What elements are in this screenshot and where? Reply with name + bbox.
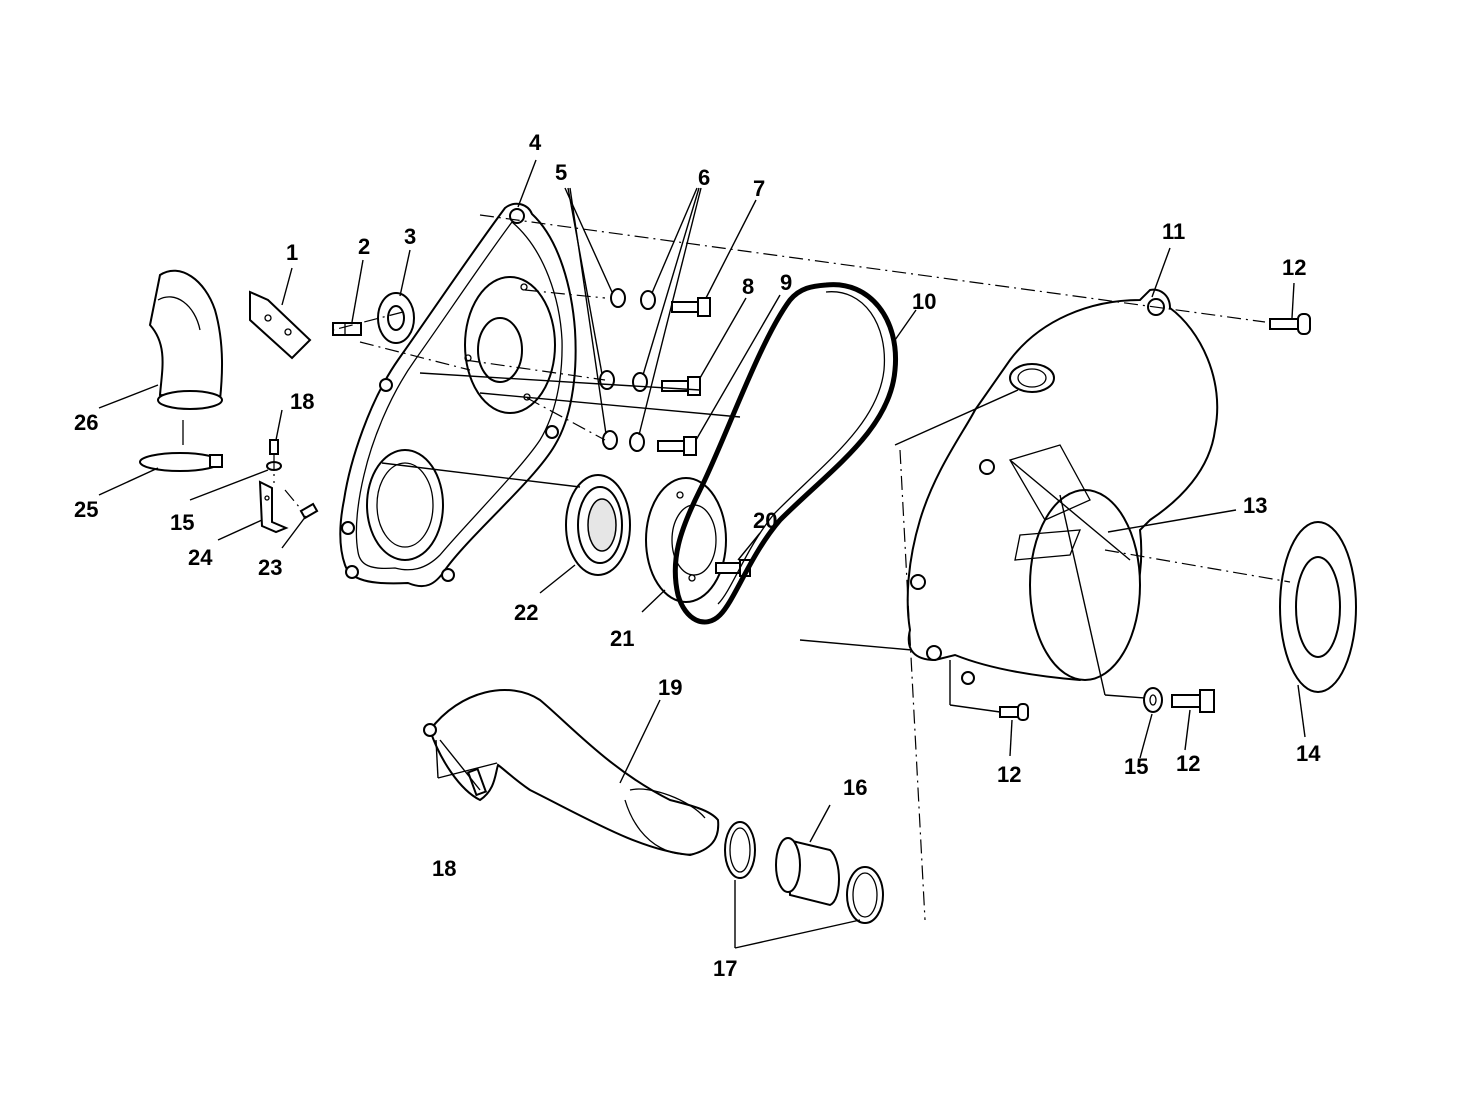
callout-11: 11 <box>1162 219 1185 244</box>
callout-22: 22 <box>514 600 538 625</box>
callout-21: 21 <box>610 626 634 651</box>
seal-part-22 <box>565 474 631 576</box>
callout-1: 1 <box>286 240 298 265</box>
duct-hose-part-19 <box>423 689 720 857</box>
clamp-part-17-right <box>846 866 884 924</box>
callout-6: 6 <box>698 165 710 190</box>
callout-19: 19 <box>658 675 682 700</box>
assembly-lines <box>381 372 1146 713</box>
callout-14: 14 <box>1296 741 1321 766</box>
callout-3: 3 <box>404 224 416 249</box>
callout-26: 26 <box>74 410 98 435</box>
callout-24: 24 <box>188 545 213 570</box>
callout-labels: 1 2 3 4 5 6 7 8 9 10 11 12 12 12 13 14 1… <box>74 130 1321 981</box>
bracket-part-24 <box>258 480 289 534</box>
bracket-part-1 <box>249 290 312 360</box>
screw-part-12-bottom-left <box>999 703 1029 721</box>
callout-20: 20 <box>753 508 777 533</box>
bolt-part-9 <box>657 436 697 456</box>
outer-cover-part-11 <box>906 288 1219 685</box>
callout-17: 17 <box>713 956 737 981</box>
washers-part-6 <box>629 290 656 452</box>
callout-10: 10 <box>912 289 936 314</box>
callout-12-top: 12 <box>1282 255 1306 280</box>
callout-18-upper: 18 <box>290 389 314 414</box>
callout-leaders <box>98 159 1306 949</box>
callout-2: 2 <box>358 234 370 259</box>
alignment-lines <box>273 214 1291 921</box>
screw-part-12-bottom-right <box>1171 689 1215 713</box>
callout-16: 16 <box>843 775 867 800</box>
bolt-part-7 <box>671 297 711 317</box>
screw-part-18-upper <box>269 439 279 455</box>
duct-elbow-part-26 <box>148 269 223 410</box>
screw-part-12-top <box>1269 313 1311 335</box>
screw-part-23 <box>299 502 319 520</box>
washer-part-3 <box>377 292 415 344</box>
callout-4: 4 <box>529 130 542 155</box>
callout-5: 5 <box>555 160 567 185</box>
callout-12-bottom-left: 12 <box>997 762 1021 787</box>
callout-13: 13 <box>1243 493 1267 518</box>
bolt-part-8 <box>661 376 701 396</box>
sprocket-part-21 <box>645 477 727 603</box>
callout-18-lower: 18 <box>432 856 456 881</box>
callout-15-right: 15 <box>1124 754 1148 779</box>
screw-part-18-lower <box>466 767 488 797</box>
callout-25: 25 <box>74 497 98 522</box>
callout-8: 8 <box>742 274 754 299</box>
gasket-part-14 <box>1279 521 1357 693</box>
washer-part-15-right <box>1143 687 1163 713</box>
callout-15-left: 15 <box>170 510 194 535</box>
callout-7: 7 <box>753 176 765 201</box>
clamp-part-17-left <box>724 821 756 879</box>
bolt-part-2 <box>332 322 362 336</box>
callout-9: 9 <box>780 270 792 295</box>
inner-plate-part-4 <box>339 202 577 588</box>
coupler-part-16 <box>775 837 840 907</box>
hose-clamp-part-25 <box>139 452 223 472</box>
washers-part-5 <box>599 288 626 450</box>
callout-12-bottom-right: 12 <box>1176 751 1200 776</box>
drive-belt-part-10 <box>672 282 899 625</box>
callout-23: 23 <box>258 555 282 580</box>
